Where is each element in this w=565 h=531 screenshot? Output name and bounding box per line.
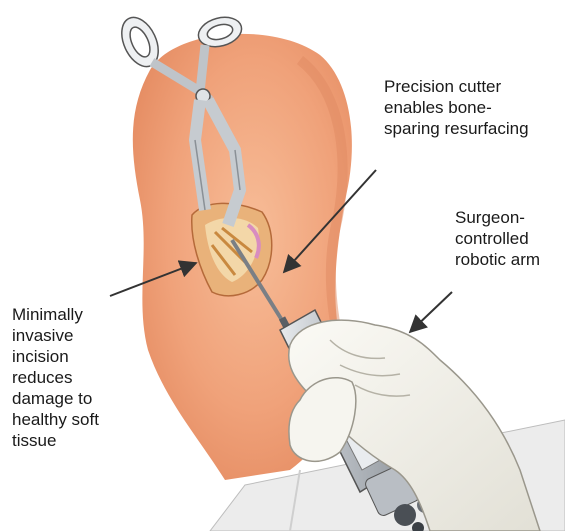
label-line: controlled [455, 228, 540, 249]
robotic-arm-label: Surgeon- controlled robotic arm [455, 207, 540, 270]
label-line: Minimally [12, 304, 99, 325]
label-line: Surgeon- [455, 207, 540, 228]
label-line: tissue [12, 430, 99, 451]
label-line: reduces [12, 367, 99, 388]
label-line: sparing resurfacing [384, 118, 529, 139]
label-line: Precision cutter [384, 76, 529, 97]
label-line: robotic arm [455, 249, 540, 270]
incision-label: Minimally invasive incision reduces dama… [12, 304, 99, 451]
arm-arrow [410, 292, 452, 332]
label-line: damage to [12, 388, 99, 409]
label-line: incision [12, 346, 99, 367]
precision-cutter-label: Precision cutter enables bone- sparing r… [384, 76, 529, 139]
label-line: enables bone- [384, 97, 529, 118]
label-line: invasive [12, 325, 99, 346]
label-line: healthy soft [12, 409, 99, 430]
